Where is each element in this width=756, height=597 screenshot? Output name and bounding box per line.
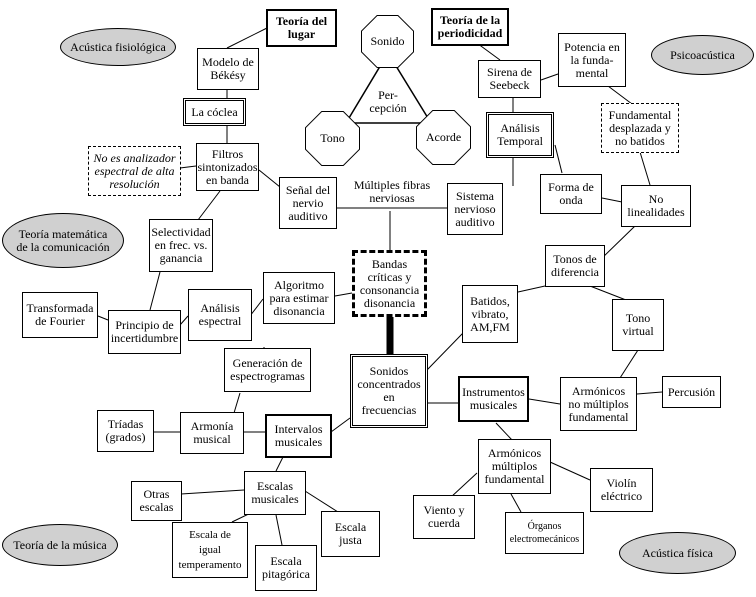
- node-sirena-de-seebeck: Sirena de Seebeck: [478, 60, 541, 98]
- node-escala-justa: Escala justa: [321, 511, 380, 557]
- node-intervalos-musicales: Intervalos musicales: [265, 414, 332, 458]
- node-escala-pitagorica: Escala pitagórica: [255, 545, 317, 591]
- ellipse-acustica-fisica: Acústica física: [619, 532, 736, 574]
- node-senal-nervio-auditivo: Señal del nervio auditivo: [279, 177, 337, 229]
- node-armonia-musical: Armonía musical: [180, 412, 244, 454]
- node-tonos-de-diferencia: Tonos de diferencia: [545, 245, 605, 287]
- node-organos-electromecanicos: Órganos electromecánicos: [505, 512, 584, 554]
- node-viento-y-cuerda: Viento y cuerda: [413, 495, 475, 539]
- node-algoritmo-disonancia: Algoritmo para estimar disonancia: [263, 272, 335, 324]
- node-analisis-temporal: Análisis Temporal: [486, 112, 554, 158]
- node-generacion-espectrogramas: Generación de espectrogramas: [224, 348, 311, 392]
- node-analisis-espectral: Análisis espectral: [188, 289, 252, 341]
- node-armonicos-no-multiplos: Armónicos no múltiplos fundamental: [560, 377, 637, 431]
- node-escala-igual-temperamento: Escala de igual temperamento: [172, 522, 248, 578]
- node-sistema-nervioso-auditivo: Sistema nervioso auditivo: [447, 183, 503, 235]
- node-batidos-vibrato: Batidos, vibrato, AM,FM: [462, 285, 518, 343]
- node-transformada-de-fourier: Transformada de Fourier: [22, 292, 98, 338]
- node-armonicos-multiplos: Armónicos múltiplos fundamental: [478, 439, 551, 494]
- node-triadas: Tríadas (grados): [97, 410, 154, 452]
- node-forma-de-onda: Forma de onda: [540, 174, 602, 214]
- node-percusion: Percusión: [662, 376, 721, 408]
- triangle-label-percepcion: Per- cepción: [369, 88, 407, 115]
- node-principio-de-incertidumbre: Principio de incertidumbre: [108, 310, 181, 354]
- node-instrumentos-musicales: Instrumentos musicales: [458, 376, 529, 422]
- node-teoria-de-la-periodicidad: Teoría de la periodicidad: [431, 8, 509, 46]
- octagon-acorde: Acorde: [416, 110, 471, 165]
- node-escalas-musicales: Escalas musicales: [244, 471, 306, 515]
- octagon-tono: Tono: [305, 111, 360, 166]
- node-sonidos-concentrados: Sonidos concentrados en frecuencias: [350, 354, 428, 428]
- node-fundamental-desplazada: Fundamental desplazada y no batidos: [601, 103, 679, 153]
- ellipse-teoria-de-la-musica: Teoría de la música: [2, 524, 118, 566]
- node-filtros-sintonizados: Filtros sintonizados en banda: [196, 143, 259, 191]
- node-violin-electrico: Violín eléctrico: [590, 468, 653, 512]
- node-no-linealidades: No linealidades: [621, 185, 691, 227]
- ellipse-acustica-fisiologica: Acústica fisiológica: [60, 28, 176, 66]
- node-bandas-criticas[interactable]: Bandas críticas y consonancia disonancia: [352, 250, 427, 317]
- node-tono-virtual: Tono virtual: [612, 299, 664, 351]
- octagon-sonido: Sonido: [361, 15, 414, 68]
- ellipse-psicoacustica: Psicoacústica: [651, 35, 754, 75]
- node-selectividad: Selectividad en frec. vs. ganancia: [149, 219, 213, 272]
- node-teoria-del-lugar: Teoría del lugar: [266, 9, 337, 47]
- node-otras-escalas: Otras escalas: [131, 481, 182, 521]
- ellipse-teoria-matematica-comunicacion: Teoría matemática de la comunicación: [2, 213, 124, 268]
- node-no-es-analizador-espectral: No es analizador espectral de alta resol…: [88, 146, 181, 196]
- node-modelo-de-bekesy: Modelo de Békésy: [197, 48, 259, 90]
- node-potencia-en-la-fundamental: Potencia en la funda- mental: [558, 33, 626, 87]
- label-multiples-fibras-nerviosas: Múltiples fibras nerviosas: [353, 178, 431, 205]
- node-la-coclea: La cóclea: [183, 98, 246, 126]
